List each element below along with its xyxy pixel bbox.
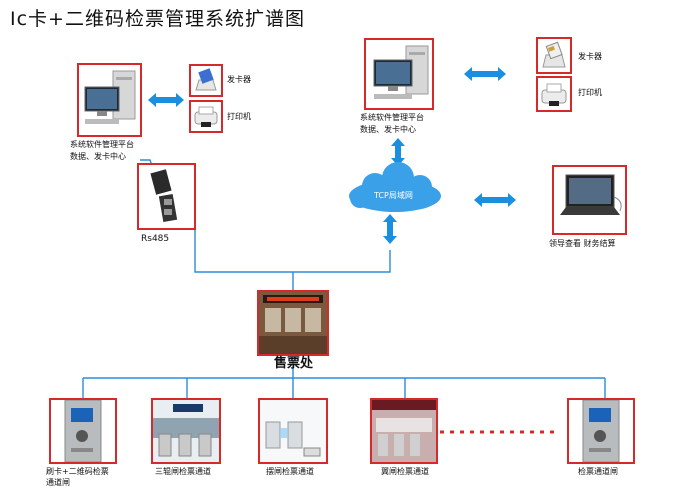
gate-5-box [567,398,635,464]
serial-converter-icon [150,169,178,223]
laptop-box [552,165,627,235]
tcp-network-cloud [349,162,441,212]
laptop-icon [560,174,622,215]
right-platform-computer-box [364,38,434,110]
turnstile-gate-icon [582,399,620,463]
wing-gate-icon [372,400,436,462]
rs485-converter-box [137,163,196,230]
left-printer-label: 打印机 [227,112,251,121]
printer-icon [194,106,218,127]
swing-gate-icon [260,400,326,462]
right-card-issuer-label: 发卡器 [578,52,602,61]
gate-1-box [49,398,117,464]
page-title: Ic卡+二维码检票管理系统扩谱图 [10,8,305,30]
gate-4-box [370,398,438,464]
desktop-computer-icon [84,70,136,124]
card-reader-icon [542,41,566,68]
gate-1-label-1: 刷卡+二维码检票 [46,467,109,476]
gate-3-label: 摆闸检票通道 [266,467,314,476]
turnstile-gate-icon [64,399,102,463]
gate-4-label: 翼闸检票通道 [381,467,429,476]
rs485-label: Rs485 [141,234,170,244]
ticket-office-box [257,290,329,356]
gate-2-box [151,398,221,464]
left-printer-box [189,100,223,133]
tcp-network-label: TCP局域网 [374,191,413,200]
gate-2-label: 三辊闸检票通道 [155,467,211,476]
ticket-office-icon [259,292,327,354]
ticket-office-label: 售票处 [274,356,314,371]
laptop-label: 领导查看 财务结算 [549,239,616,248]
left-platform-computer-box [77,63,142,137]
printer-icon [541,83,567,106]
tripod-gate-icon [153,400,219,462]
left-platform-label-1: 系统软件管理平台 [70,140,134,149]
left-card-issuer-box [189,64,223,97]
left-card-issuer-label: 发卡器 [227,75,251,84]
gate-1-label-2: 通道闸 [46,478,70,487]
desktop-computer-icon [373,45,429,99]
right-card-issuer-box [536,37,572,74]
right-platform-label-2: 数据、发卡中心 [360,125,416,134]
card-reader-icon [195,68,217,91]
left-platform-label-2: 数据、发卡中心 [70,152,126,161]
gate-3-box [258,398,328,464]
right-printer-box [536,76,572,112]
right-printer-label: 打印机 [578,88,602,97]
right-platform-label-1: 系统软件管理平台 [360,113,424,122]
gate-5-label: 检票通道闸 [578,467,618,476]
